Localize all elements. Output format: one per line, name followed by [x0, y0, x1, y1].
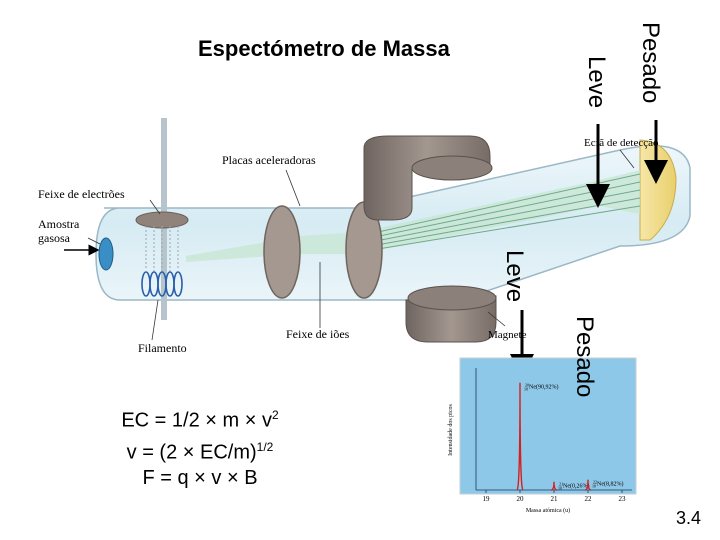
spectrum-ylabel: Intensidade dos picos [448, 404, 454, 456]
label-placas: Placas aceleradoras [222, 153, 316, 167]
label-top-pesado: Pesado [637, 22, 664, 104]
leader-lines [87, 149, 635, 341]
label-amostra-1: Amostra [38, 217, 80, 231]
formula-line-3: F = q × v × B [142, 467, 258, 490]
label-feixe-electroes: Feixe de electrões [38, 187, 125, 201]
accelerating-plate-1 [263, 205, 301, 299]
label-magnete: Magnete [488, 329, 527, 341]
spectrum-background [459, 357, 637, 495]
spectrum-tick-label: 22 [585, 495, 593, 503]
spectrum-tick-label: 21 [551, 495, 559, 503]
spectrum-tick-label: 19 [483, 495, 491, 503]
formula-block: EC = 1/2 × m × v2 v = (2 × EC/m)1/2 F = … [84, 402, 316, 491]
vacuum-tube [95, 144, 691, 301]
filament-coil [141, 271, 183, 297]
electron-beam [145, 226, 179, 272]
slide-number: 3.4 [676, 508, 702, 528]
label-top-leve: Leve [583, 56, 610, 109]
label-mid-leve: Leve [501, 250, 528, 303]
spectrum-tick-label: 23 [619, 495, 627, 503]
label-mid-pesado: Pesado [571, 316, 598, 398]
slide-title: Espectómetro de Massa [198, 36, 450, 61]
label-feixe-ioes: Feixe de iões [286, 327, 350, 341]
magnet-top-pole [411, 155, 493, 181]
formula-line-1: EC = 1/2 × m × v2 [121, 408, 279, 432]
magnet-bottom-pole [407, 285, 497, 311]
label-amostra-2: gasosa [38, 231, 71, 245]
electron-plate [135, 211, 189, 229]
gas-inlet [98, 237, 114, 271]
label-filamento: Filamento [138, 341, 187, 355]
spectrum-xlabel: Massa atómica (u) [526, 507, 570, 514]
formula-line-2: v = (2 × EC/m)1/2 [126, 439, 274, 464]
label-ecra: Ecrã de detecção [584, 137, 659, 149]
spectrum-tick-label: 20 [517, 495, 525, 503]
